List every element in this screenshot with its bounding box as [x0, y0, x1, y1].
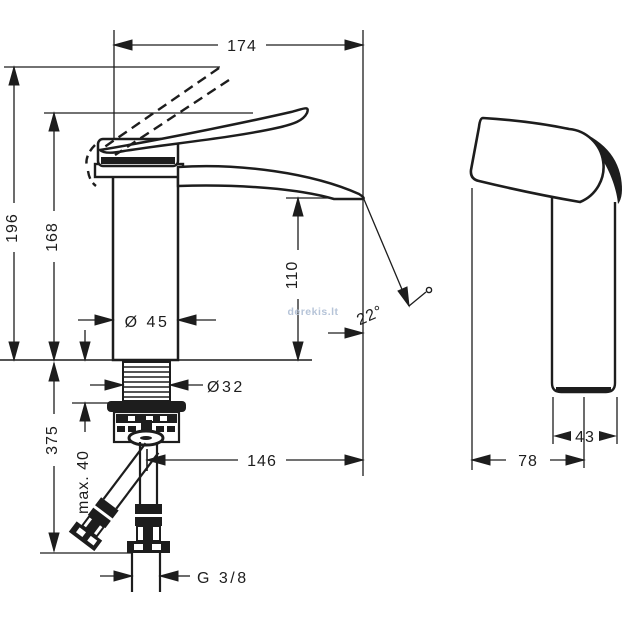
arrowhead	[8, 341, 20, 362]
watermark: derekis.lt	[287, 306, 338, 318]
arrowhead	[94, 314, 115, 326]
arrowhead	[112, 39, 133, 51]
arrowhead	[292, 196, 304, 217]
arrowhead	[48, 341, 60, 362]
arrowhead	[158, 570, 179, 582]
spout	[176, 164, 365, 201]
dim-label-height-raised: 196	[4, 213, 21, 243]
arrowhead	[48, 361, 60, 382]
arrowhead	[48, 532, 60, 553]
dim-height-handle	[48, 111, 60, 362]
side-body	[550, 196, 617, 394]
dim-label-hose-below: 375	[44, 425, 61, 455]
arrowhead	[79, 341, 91, 362]
dim-label-spout-reach: 174	[227, 38, 257, 55]
thread-tube	[130, 553, 162, 592]
arrowhead	[48, 111, 60, 132]
dim-spout-reach	[112, 39, 365, 51]
dim-outlet-height	[292, 196, 304, 362]
dim-label-depth-body: 43	[575, 429, 595, 446]
arrowhead	[344, 39, 365, 51]
dim-depth-total	[470, 454, 586, 466]
dim-hole-diameter	[90, 379, 203, 391]
dim-label-hose-reach: 146	[247, 453, 277, 470]
supply-hose-straight	[127, 442, 170, 592]
dim-label-body-diameter: Ø 45	[125, 314, 170, 331]
arrowhead	[8, 65, 20, 86]
arrowhead	[470, 454, 491, 466]
arrowhead	[168, 379, 189, 391]
mounting-nut	[112, 410, 181, 447]
arrowhead	[599, 431, 617, 441]
dim-label-height-handle: 168	[44, 222, 61, 252]
arrowhead	[344, 454, 365, 466]
dim-spray-angle	[328, 196, 433, 339]
extension-lines	[0, 30, 618, 554]
front-view	[68, 67, 365, 592]
side-handle	[469, 116, 605, 204]
handle-cap-band	[101, 157, 175, 164]
threaded-shank	[122, 361, 171, 402]
dim-label-thread: G 3/8	[197, 570, 249, 587]
dim-label-depth-total: 78	[518, 453, 538, 470]
arrowhead	[397, 286, 410, 308]
dim-label-hole-diameter: Ø32	[207, 379, 245, 396]
lever-raised-dashed	[85, 67, 230, 187]
dim-body-diameter	[78, 314, 216, 326]
arrowhead	[79, 401, 91, 422]
arrowhead	[113, 570, 134, 582]
dim-label-spray-angle: 22°	[354, 303, 386, 330]
dim-max-counter	[79, 330, 91, 432]
lever	[97, 107, 309, 154]
side-view	[469, 116, 622, 394]
faucet-body	[111, 168, 180, 362]
arrowhead	[553, 431, 571, 441]
arrowhead	[292, 341, 304, 362]
flange-washer	[107, 401, 186, 412]
dim-hose-below	[48, 361, 60, 553]
arrowhead	[176, 314, 197, 326]
dim-label-outlet-height: 110	[284, 261, 301, 290]
arrowhead	[104, 379, 125, 391]
arrowhead	[344, 327, 365, 339]
dim-label-max-counter: max. 40	[75, 450, 92, 514]
arrowhead	[565, 454, 586, 466]
dim-height-raised	[8, 65, 20, 362]
leader-dot	[425, 286, 433, 294]
dim-thread	[100, 570, 190, 582]
supply-hose-angled	[68, 442, 160, 552]
dim-depth-body	[553, 431, 617, 441]
